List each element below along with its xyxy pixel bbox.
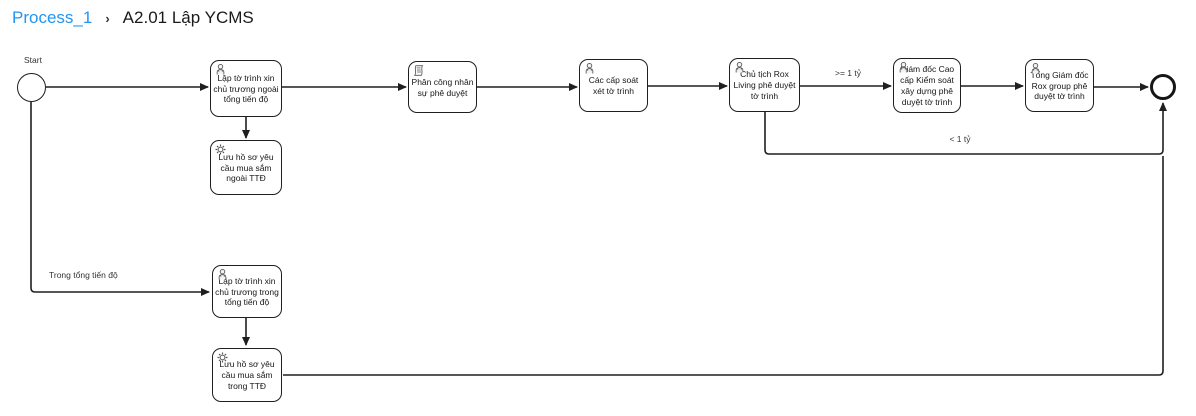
user-icon: [735, 61, 744, 73]
user-icon: [218, 268, 227, 280]
task-giam-doc-cao-cap-kiem-soat[interactable]: Giám đốc Cao cấp Kiểm soát xây dựng phê …: [893, 58, 961, 113]
task-label: Lập tờ trình xin chủ trương ngoài tổng t…: [213, 72, 279, 105]
user-icon: [585, 62, 594, 74]
page-title: A2.01 Lập YCMS: [122, 8, 254, 27]
gear-icon: [215, 144, 226, 155]
breadcrumb-process-link[interactable]: Process_1: [12, 8, 93, 27]
task-luu-ho-so-trong-ttd[interactable]: Lưu hồ sơ yêu cầu mua sắm trong TTĐ: [212, 348, 282, 402]
user-icon: [899, 61, 908, 73]
gear-icon: [217, 352, 228, 363]
task-label: Lưu hồ sơ yêu cầu mua sắm trong TTĐ: [219, 359, 275, 391]
task-label: Tổng Giám đốc Rox group phê duyệt tờ trì…: [1030, 69, 1089, 102]
task-label: Giám đốc Cao cấp Kiểm soát xây dựng phê …: [899, 64, 955, 107]
task-label: Lưu hồ sơ yêu cầu mua sắm ngoài TTĐ: [218, 151, 274, 184]
task-lap-to-trinh-trong-ttd[interactable]: Lập tờ trình xin chủ trương trong tổng t…: [212, 265, 282, 318]
task-phan-cong-nhan-su[interactable]: Phân công nhân sự phê duyệt: [408, 61, 477, 113]
end-event[interactable]: [1150, 74, 1176, 100]
user-icon: [216, 63, 225, 75]
breadcrumb-separator-icon: ›: [105, 11, 110, 26]
flow-label-trong-ttd[interactable]: Trong tổng tiến độ: [47, 270, 120, 280]
flow-n5-lt1ty-to-end: [764, 102, 1167, 155]
start-event-label: Start: [3, 55, 63, 65]
task-lap-to-trinh-ngoai-ttd[interactable]: Lập tờ trình xin chủ trương ngoài tổng t…: [210, 60, 282, 117]
breadcrumb: Process_1 › A2.01 Lập YCMS: [12, 7, 254, 29]
script-icon: [413, 65, 424, 76]
task-tong-giam-doc-rox-group[interactable]: Tổng Giám đốc Rox group phê duyệt tờ trì…: [1025, 59, 1094, 112]
user-icon: [1031, 62, 1040, 74]
task-label: Các cấp soát xét tờ trình: [588, 75, 639, 96]
task-luu-ho-so-ngoai-ttd[interactable]: Lưu hồ sơ yêu cầu mua sắm ngoài TTĐ: [210, 140, 282, 195]
task-label: Lập tờ trình xin chủ trương trong tổng t…: [215, 275, 279, 308]
flow-label-lt-1ty[interactable]: < 1 tỷ: [928, 134, 992, 144]
task-label: Phân công nhân sự phê duyệt: [411, 76, 474, 98]
task-chu-tich-rox-living[interactable]: Chủ tịch Rox Living phê duyệt tờ trình: [729, 58, 800, 112]
flow-start-to-n8: [30, 102, 210, 296]
flow-label-gte-1ty[interactable]: >= 1 tỷ: [816, 68, 880, 78]
task-cac-cap-soat-xet[interactable]: Các cấp soát xét tờ trình: [579, 59, 648, 112]
task-label: Chủ tịch Rox Living phê duyệt tờ trình: [733, 69, 796, 101]
start-event[interactable]: [17, 73, 46, 102]
flow-n9-to-end: [283, 156, 1164, 376]
